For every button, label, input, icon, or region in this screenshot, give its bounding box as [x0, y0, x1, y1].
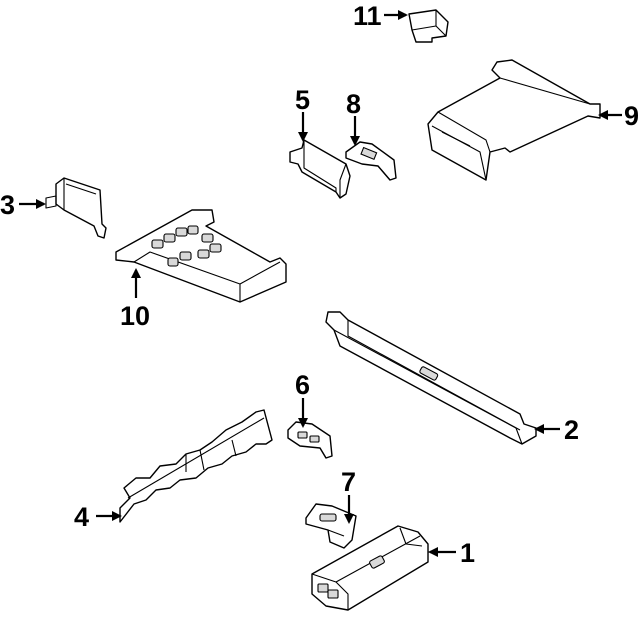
- part-6-bracket: [287, 421, 333, 459]
- part-1-module: [311, 525, 434, 611]
- callout-9: 9: [624, 101, 639, 131]
- part-7-bracket: [305, 503, 357, 549]
- callout-11: 11: [353, 1, 382, 31]
- callout-1: 1: [460, 538, 475, 568]
- part-8-clip: [345, 141, 397, 181]
- callout-5: 5: [295, 85, 310, 115]
- callout-2: 2: [564, 415, 579, 445]
- part-9-tray: [427, 59, 601, 181]
- callout-3: 3: [0, 190, 15, 220]
- callout-8: 8: [346, 89, 361, 119]
- part-2-rail: [325, 311, 537, 445]
- callout-10: 10: [120, 301, 150, 331]
- callout-4: 4: [74, 502, 89, 532]
- part-3-bracket: [45, 177, 107, 239]
- callout-7: 7: [341, 467, 356, 497]
- part-5-bracket: [289, 139, 351, 199]
- part-4-bracket: [119, 409, 273, 523]
- part-10-tray: [115, 209, 287, 303]
- leader-lines: [19, 10, 622, 557]
- callout-6: 6: [295, 370, 310, 400]
- part-11-bracket: [408, 9, 449, 43]
